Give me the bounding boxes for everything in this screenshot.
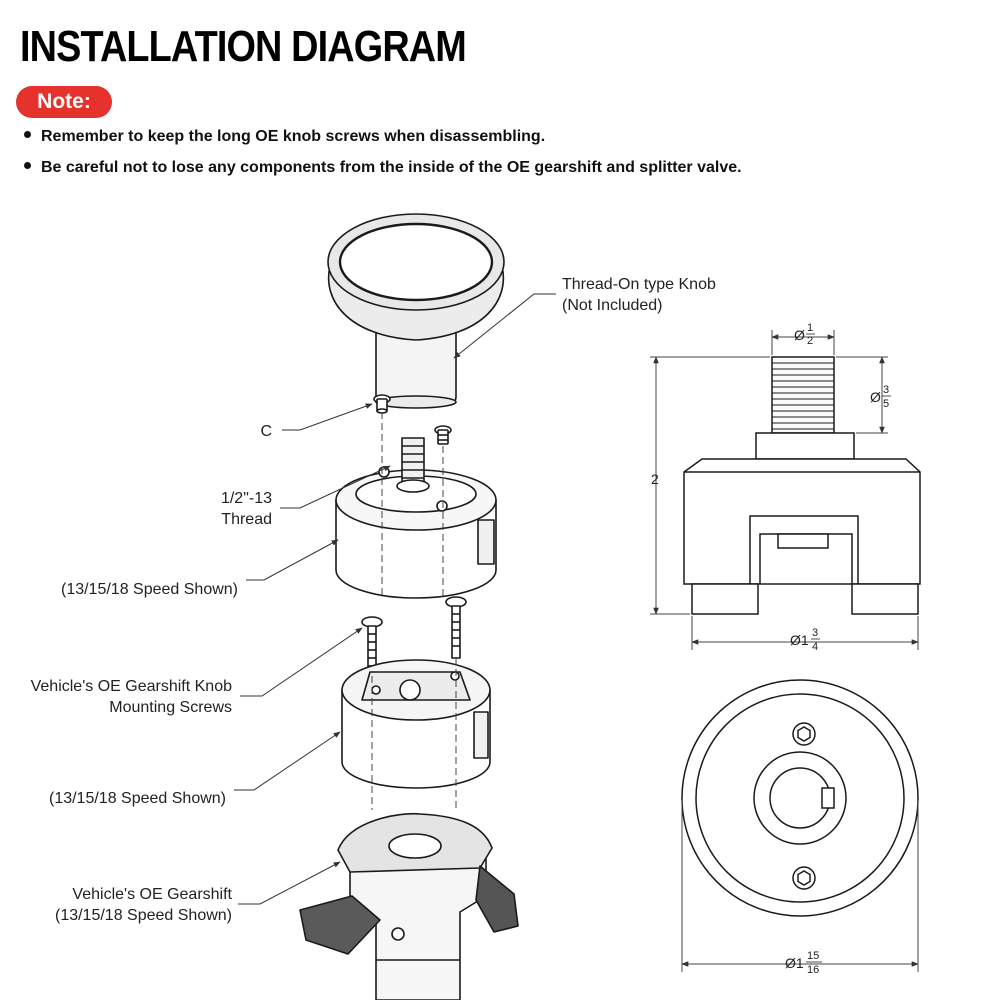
dim-outer-prefix: Ø1 (785, 955, 804, 971)
side-view-drawing (683, 356, 921, 615)
dim-top-diameter: Ø 1 2 (794, 322, 815, 347)
label-speed-1: (13/15/18 Speed Shown) (61, 581, 238, 598)
dim-base-numerator: 3 (812, 627, 818, 639)
dim-side-numerator: 3 (883, 384, 889, 396)
page-title: INSTALLATION DIAGRAM (20, 22, 467, 71)
note-item-1: Remember to keep the long OE knob screws… (24, 128, 545, 146)
side-view-dimension-lines (650, 330, 919, 650)
note-item-2: Be careful not to lose any components fr… (24, 159, 742, 177)
dim-outer-numerator: 15 (807, 950, 819, 962)
dim-height: 2 (651, 471, 659, 487)
dim-top-denominator: 2 (807, 335, 813, 347)
top-view-dimension-lines (681, 800, 919, 972)
screw-right-drawing (434, 425, 452, 445)
label-screws-line2: Mounting Screws (109, 699, 232, 716)
callout-leaders (234, 293, 556, 905)
dim-side-prefix: Ø (870, 389, 881, 405)
screw-c-drawing (373, 394, 391, 414)
label-gearshift-line1: Vehicle's OE Gearshift (72, 886, 232, 903)
label-gearshift-line2: (13/15/18 Speed Shown) (55, 907, 232, 924)
long-screw-right-drawing (445, 596, 467, 659)
oe-knob-base-drawing (341, 659, 491, 789)
adapter-housing-drawing (335, 437, 497, 599)
label-thread-line2: Thread (221, 511, 272, 528)
dim-base-diameter: Ø1 3 4 (790, 627, 820, 653)
thread-on-knob-drawing (327, 213, 505, 409)
dim-side-diameter: Ø 3 5 (870, 384, 891, 410)
label-c: C (260, 423, 272, 440)
note-text-1: Remember to keep the long OE knob screws… (41, 128, 546, 145)
oe-gearshift-drawing (299, 812, 519, 1000)
label-knob-line1: Thread-On type Knob (562, 276, 716, 293)
top-view-drawing (681, 679, 919, 917)
dim-top-prefix: Ø (794, 327, 805, 343)
bullet-dot-icon (24, 162, 31, 170)
label-screws-line1: Vehicle's OE Gearshift Knob (31, 678, 232, 695)
dim-outer-denominator: 16 (807, 964, 819, 976)
label-knob-line2: (Not Included) (562, 297, 663, 314)
note-text-2: Be careful not to lose any components fr… (41, 159, 742, 176)
dim-side-denominator: 5 (883, 398, 889, 410)
dim-base-denominator: 4 (812, 641, 818, 653)
dim-outer-diameter: Ø1 15 16 (785, 950, 822, 976)
note-badge: Note: (16, 86, 112, 118)
dim-base-prefix: Ø1 (790, 632, 809, 648)
dim-top-numerator: 1 (807, 322, 813, 334)
bullet-dot-icon (24, 131, 31, 139)
label-thread-line1: 1/2"-13 (221, 490, 272, 507)
assembly-centerlines (371, 412, 457, 810)
label-speed-2: (13/15/18 Speed Shown) (49, 790, 226, 807)
